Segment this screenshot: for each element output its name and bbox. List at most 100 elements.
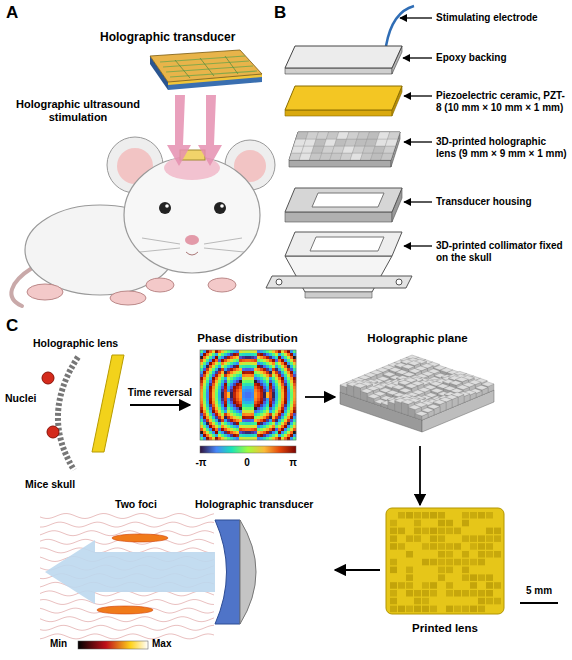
lens-texture xyxy=(430,606,437,613)
phase-cell xyxy=(263,380,266,383)
phase-cell xyxy=(284,404,287,407)
phase-cell xyxy=(200,416,203,419)
phase-cell xyxy=(248,359,251,362)
phase-cell xyxy=(275,425,278,428)
phase-cell xyxy=(212,359,215,362)
phase-cell xyxy=(203,368,206,371)
phase-cell xyxy=(218,389,221,392)
phase-cell xyxy=(200,368,203,371)
phase-cell xyxy=(203,386,206,389)
phase-cell xyxy=(227,350,230,353)
phase-cell xyxy=(290,428,293,431)
phase-cell xyxy=(266,419,269,422)
phase-cell xyxy=(203,350,206,353)
phase-cell xyxy=(239,377,242,380)
phase-cell xyxy=(290,374,293,377)
phase-cell xyxy=(230,356,233,359)
phase-cell xyxy=(209,416,212,419)
phase-cell xyxy=(251,425,254,428)
phase-cell xyxy=(266,371,269,374)
phase-cell xyxy=(212,422,215,425)
phase-cell xyxy=(254,401,257,404)
phase-cell xyxy=(245,356,248,359)
phase-cell xyxy=(269,374,272,377)
phase-cell xyxy=(203,365,206,368)
phase-cell xyxy=(203,401,206,404)
phase-cell xyxy=(206,374,209,377)
phase-cell xyxy=(230,425,233,428)
phase-cell xyxy=(254,410,257,413)
phase-cell xyxy=(257,404,260,407)
phase-cell xyxy=(224,410,227,413)
phase-cell xyxy=(266,362,269,365)
phase-cell xyxy=(278,407,281,410)
phase-cell xyxy=(290,353,293,356)
phase-cell xyxy=(287,362,290,365)
phase-cell xyxy=(266,359,269,362)
phase-cell xyxy=(227,389,230,392)
phase-cell xyxy=(263,386,266,389)
lens-texture xyxy=(398,606,405,613)
phase-cell xyxy=(251,413,254,416)
node-text: Mice skull xyxy=(25,478,75,491)
lens-texture xyxy=(438,512,445,519)
phase-cell xyxy=(281,386,284,389)
phase-cell xyxy=(263,395,266,398)
lens-texture xyxy=(406,574,413,581)
phase-cell xyxy=(284,431,287,434)
lens-texture xyxy=(446,543,453,550)
phase-cell xyxy=(233,434,236,437)
phase-cell xyxy=(236,401,239,404)
phase-cell xyxy=(233,350,236,353)
phase-cell xyxy=(257,356,260,359)
phase-cell xyxy=(227,362,230,365)
phase-cell xyxy=(275,374,278,377)
phase-cell xyxy=(227,431,230,434)
phase-cell xyxy=(242,398,245,401)
figure-panel-node: Printed lens xyxy=(380,505,510,640)
lens-texture xyxy=(398,512,405,519)
phase-cell xyxy=(203,356,206,359)
phase-cell xyxy=(227,425,230,428)
figure-panel-node: Holographic lensNucleiMice skull xyxy=(5,335,130,495)
phase-cell xyxy=(263,410,266,413)
lens-texture xyxy=(486,590,493,597)
phase-cell xyxy=(278,383,281,386)
phase-cell xyxy=(230,392,233,395)
phase-cell xyxy=(233,407,236,410)
phase-cell xyxy=(248,356,251,359)
phase-cell xyxy=(275,401,278,404)
phase-cell xyxy=(248,401,251,404)
lens-texture xyxy=(462,559,469,566)
phase-cell xyxy=(254,386,257,389)
phase-cell xyxy=(251,422,254,425)
phase-cell xyxy=(254,413,257,416)
phase-cell xyxy=(281,353,284,356)
phase-cell xyxy=(260,350,263,353)
phase-cell xyxy=(260,407,263,410)
lens-texture xyxy=(390,535,397,542)
phase-cell xyxy=(260,428,263,431)
lens-texture xyxy=(398,528,405,535)
phase-cell xyxy=(215,425,218,428)
lens-texture xyxy=(470,582,477,589)
phase-cell xyxy=(287,380,290,383)
phase-cell xyxy=(203,377,206,380)
phase-cell xyxy=(233,359,236,362)
label-slot: Max xyxy=(152,638,171,650)
phase-cell xyxy=(284,386,287,389)
phase-cell xyxy=(236,350,239,353)
phase-cell xyxy=(281,428,284,431)
phase-cell xyxy=(257,401,260,404)
phase-cell xyxy=(257,407,260,410)
phase-cell xyxy=(269,362,272,365)
phase-cell xyxy=(254,383,257,386)
phase-cell xyxy=(281,389,284,392)
phase-cell xyxy=(200,398,203,401)
part-label: 0 xyxy=(244,457,250,469)
phase-cell xyxy=(284,407,287,410)
phase-cell xyxy=(215,380,218,383)
phase-cell xyxy=(236,386,239,389)
lens-texture xyxy=(486,598,493,605)
phase-cell xyxy=(290,413,293,416)
